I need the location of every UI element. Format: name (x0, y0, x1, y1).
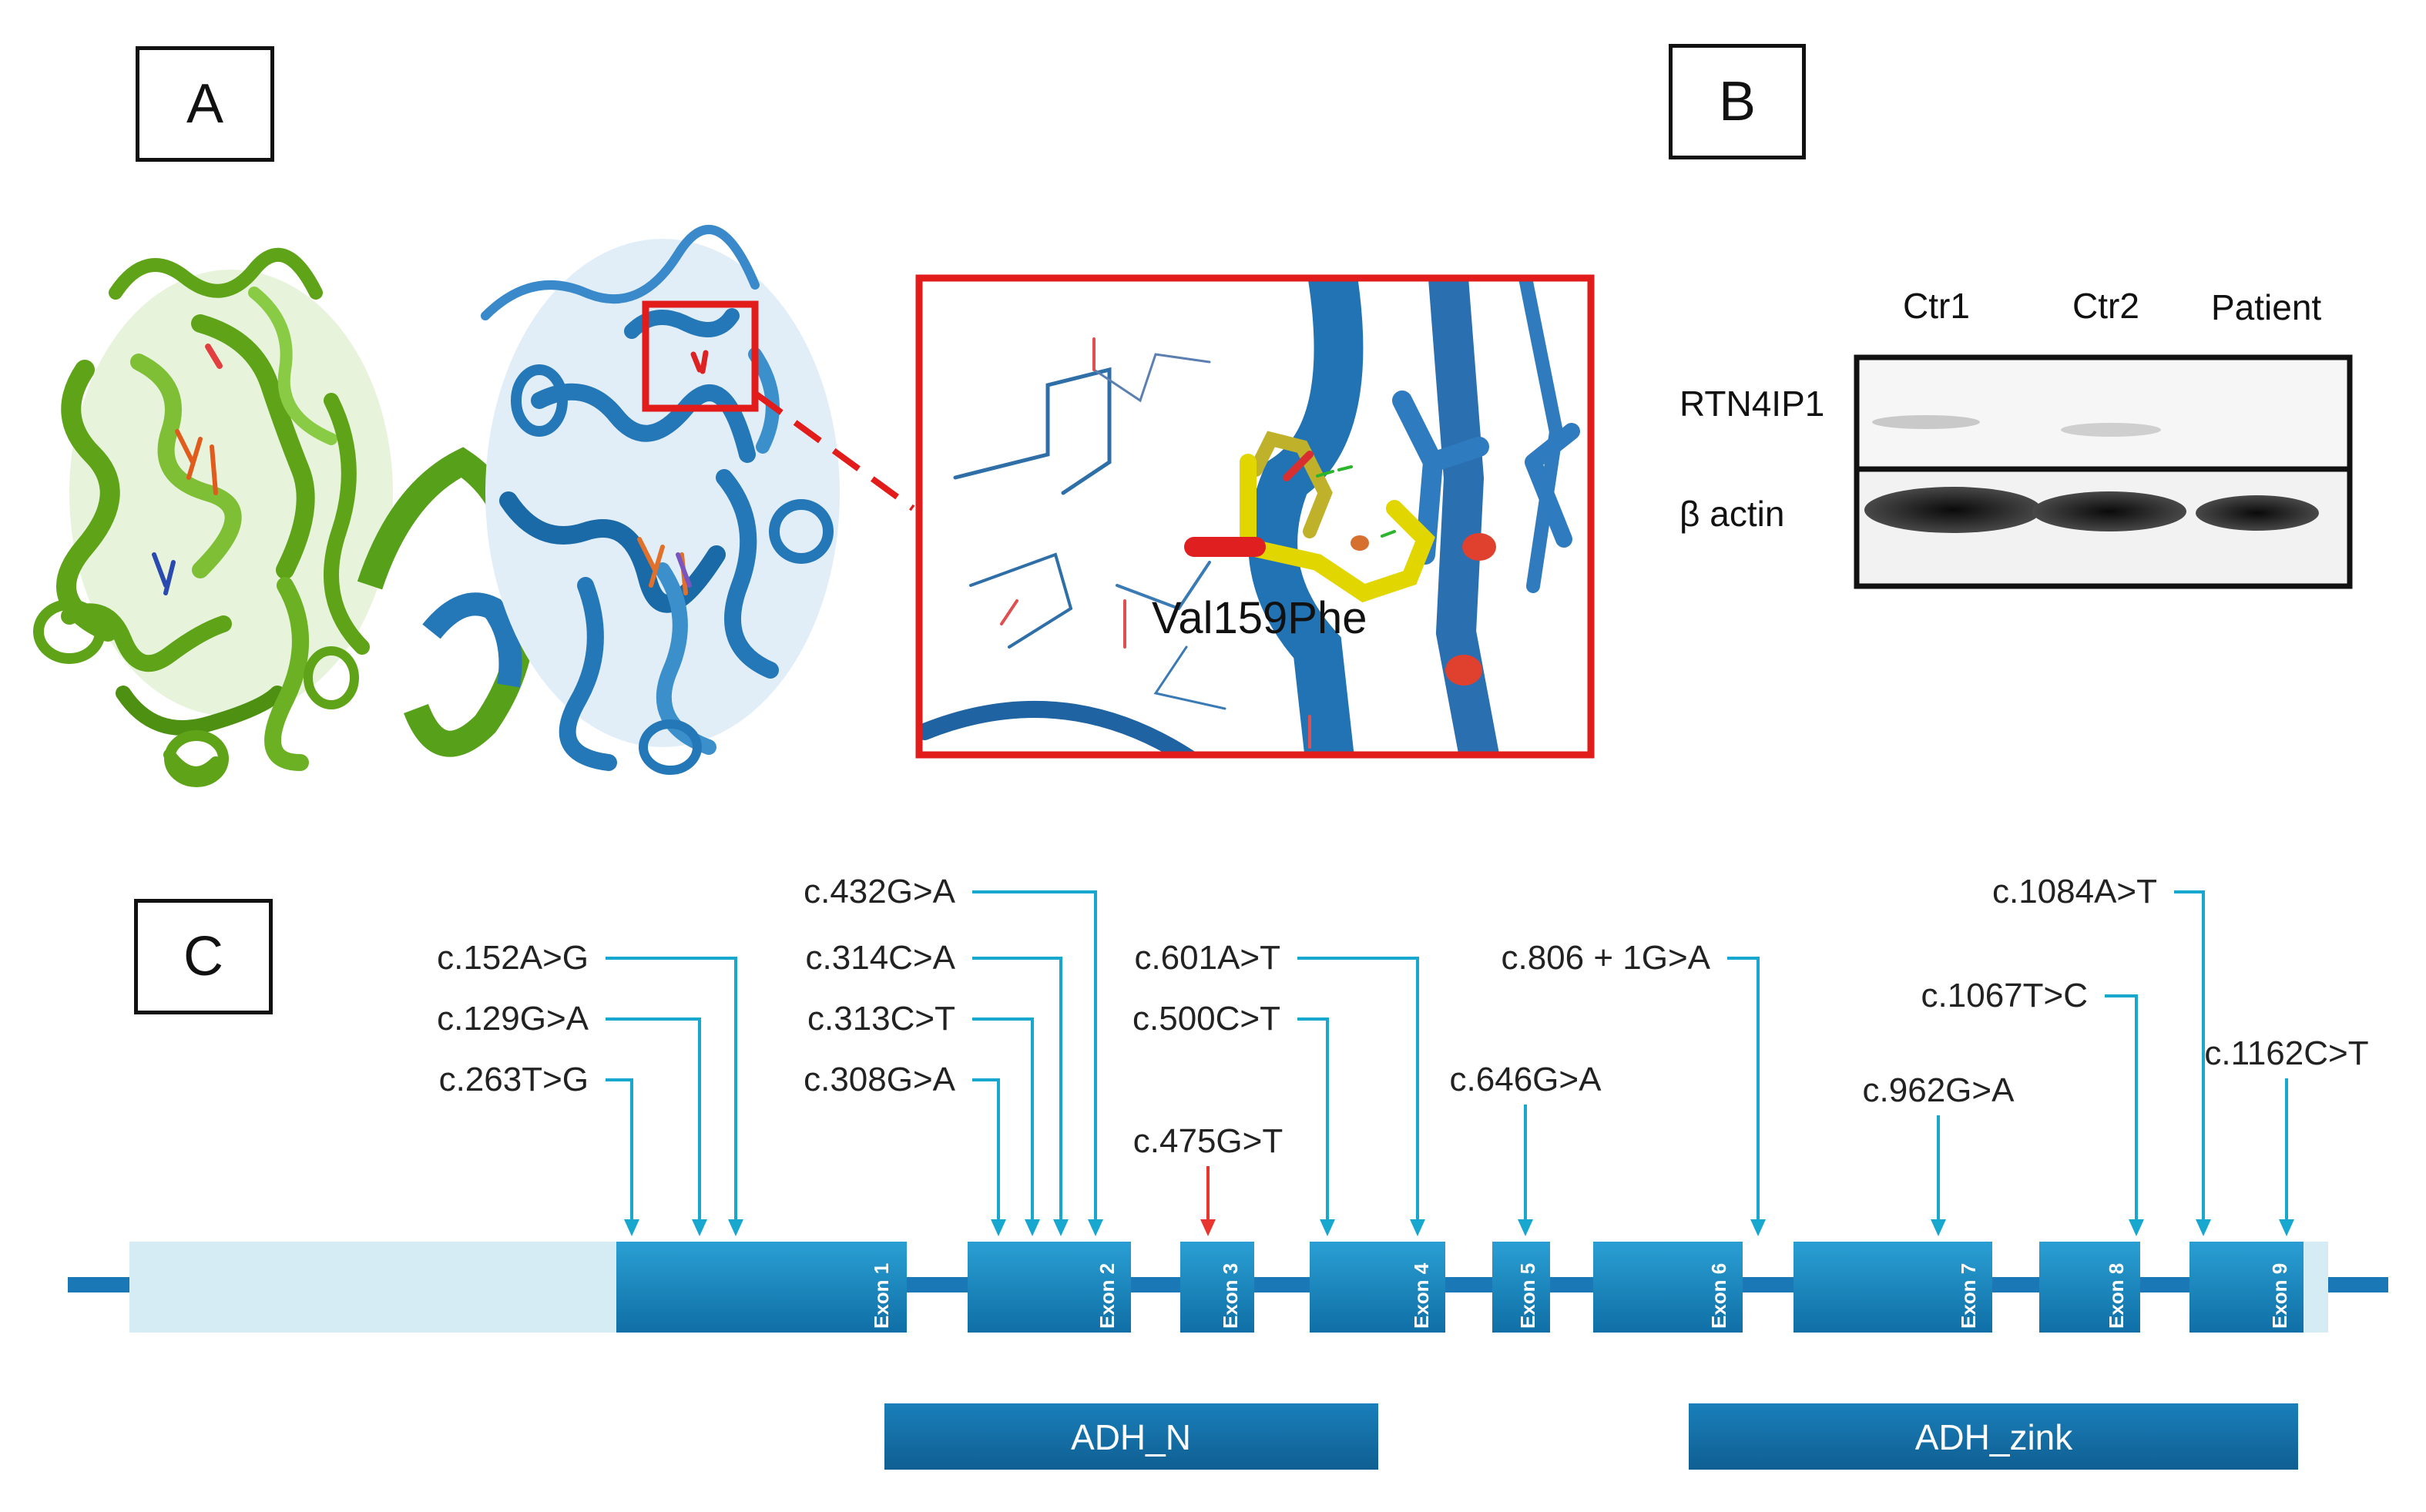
mutation-label: c.475G>T (1133, 1122, 1283, 1160)
mutation-arrow-line (1297, 957, 1419, 1225)
exon-9-label: Exon 9 (2268, 1263, 2291, 1329)
mutation-label: c.308G>A (804, 1061, 956, 1098)
mutation-label: c.313C>T (807, 1000, 955, 1038)
mutation-label: c.601A>T (1134, 939, 1280, 977)
mutation-arrow-line (972, 1017, 1034, 1225)
mutation-arrow-head (624, 1219, 639, 1236)
panel-label-c: C (134, 899, 273, 1014)
exon-9 (2189, 1242, 2304, 1333)
mutation-arrow-head (2129, 1219, 2144, 1236)
mutation-label: c.1084A>T (1992, 873, 2157, 910)
mutation-arrow-head (2196, 1219, 2211, 1236)
green-subunit (33, 247, 393, 787)
western-blot: Ctr1 Ctr2 Patient RTN4IP1 β actin (1679, 286, 2353, 589)
mutation-label: c.152A>G (437, 939, 589, 977)
exon-2 (968, 1242, 1131, 1333)
mutation-arrow-line (1727, 957, 1760, 1225)
row-label-beta-actin: β actin (1679, 494, 1784, 534)
mutation-label: c.129G>A (437, 1000, 589, 1038)
mutation-label: c.432G>A (804, 873, 956, 910)
mutation-arrow-head (692, 1219, 707, 1236)
mutation-arrow-line (972, 957, 1062, 1225)
exon-7-label: Exon 7 (1957, 1263, 1980, 1329)
mutation-arrow-head (991, 1219, 1006, 1236)
mutation-arrow-line (2105, 994, 2138, 1225)
exon-4 (1310, 1242, 1445, 1333)
lane-label-patient: Patient (2211, 287, 2321, 327)
mutation-arrow-line (2174, 890, 2205, 1225)
mutation-label: c.314C>A (806, 939, 956, 977)
mutation-arrow-head (1320, 1219, 1335, 1236)
domain-adh-zink-label: ADH_zink (1915, 1417, 2074, 1457)
lane-label-ctr2: Ctr2 (2072, 286, 2139, 326)
panel-label-a: A (136, 46, 274, 162)
mutation-arrow-line (972, 890, 1097, 1225)
exon-6-label: Exon 6 (1707, 1263, 1730, 1329)
exon-7 (1793, 1242, 1992, 1333)
domain-adh-zink (1689, 1403, 2298, 1470)
band-rtn4ip1-ctr1 (1872, 415, 1980, 429)
blot-rtn4ip1 (1854, 354, 2353, 472)
blue-subunit (481, 225, 840, 775)
panel-label-b: B (1669, 44, 1806, 159)
exon-8-label: Exon 8 (2105, 1263, 2128, 1329)
domain-adh-n-label: ADH_N (1071, 1417, 1191, 1457)
mutation-arrow-head (1053, 1219, 1069, 1236)
mutation-arrow-line (972, 1078, 1000, 1225)
mutation-label: c.263T>G (439, 1061, 589, 1098)
mutation-arrow-line (606, 1078, 633, 1225)
mutation-label: c.646G>A (1450, 1061, 1602, 1098)
mutation-arrow-head (2279, 1219, 2294, 1236)
mutation-arrow-line (606, 957, 737, 1225)
mutation-arrow-line (1297, 1017, 1329, 1225)
row-label-rtn4ip1: RTN4IP1 (1679, 384, 1824, 424)
zoom-frame (915, 274, 1595, 759)
mutation-arrow-line (606, 1017, 701, 1225)
selection-box (642, 300, 759, 412)
exon-3-label: Exon 3 (1219, 1263, 1242, 1329)
exon-6 (1593, 1242, 1743, 1333)
band-actin-ctr2 (2032, 491, 2186, 531)
exon-5 (1492, 1242, 1550, 1333)
domain-adh-n (884, 1403, 1378, 1470)
mutation-label: c.806 + 1G>A (1501, 939, 1710, 977)
utr-3 (2304, 1242, 2328, 1333)
mutation-arrow-head (1025, 1219, 1040, 1236)
exon-5-label: Exon 5 (1516, 1263, 1539, 1329)
exon-1-label: Exon 1 (870, 1263, 893, 1329)
mutation-arrow-head (1088, 1219, 1103, 1236)
mutation-arrow-head (1750, 1219, 1766, 1236)
mutation-label: c.1067T>C (1921, 977, 2088, 1014)
band-actin-ctr1 (1864, 487, 2042, 533)
mutation-arrow-head (728, 1219, 743, 1236)
lane-label-ctr1: Ctr1 (1903, 286, 1970, 326)
exon-3 (1180, 1242, 1254, 1333)
protein-structure (33, 225, 915, 787)
mutation-arrow-head (1200, 1219, 1216, 1236)
mutation-label: c.500C>T (1132, 1000, 1280, 1038)
mutation-arrow-head (1410, 1219, 1425, 1236)
band-rtn4ip1-ctr2 (2061, 423, 2161, 437)
mutation-label: c.1162C>T (2204, 1034, 2368, 1072)
gene-diagram: Exon 1 Exon 2 Exon 3 Exon 4 Exon 5 Exon … (68, 873, 2388, 1470)
zoom-label: Val159Phe (1152, 593, 1367, 643)
exon-4-label: Exon 4 (1410, 1262, 1433, 1329)
exon-1 (616, 1242, 907, 1333)
mutation-label: c.962G>A (1863, 1071, 2015, 1109)
zoom-connector (754, 391, 915, 511)
utr-5 (129, 1242, 616, 1333)
exon-8 (2039, 1242, 2140, 1333)
exon-2-label: Exon 2 (1096, 1263, 1119, 1329)
zoom-inset: Val159Phe (915, 274, 1595, 759)
band-actin-patient (2196, 495, 2319, 531)
mutation-annotations: c.152A>G c.129G>A c.263T>G c.432G>A c.314C>A… (437, 873, 2369, 1236)
mutation-arrow-head (1931, 1219, 1946, 1236)
mutation-arrow-head (1518, 1219, 1533, 1236)
